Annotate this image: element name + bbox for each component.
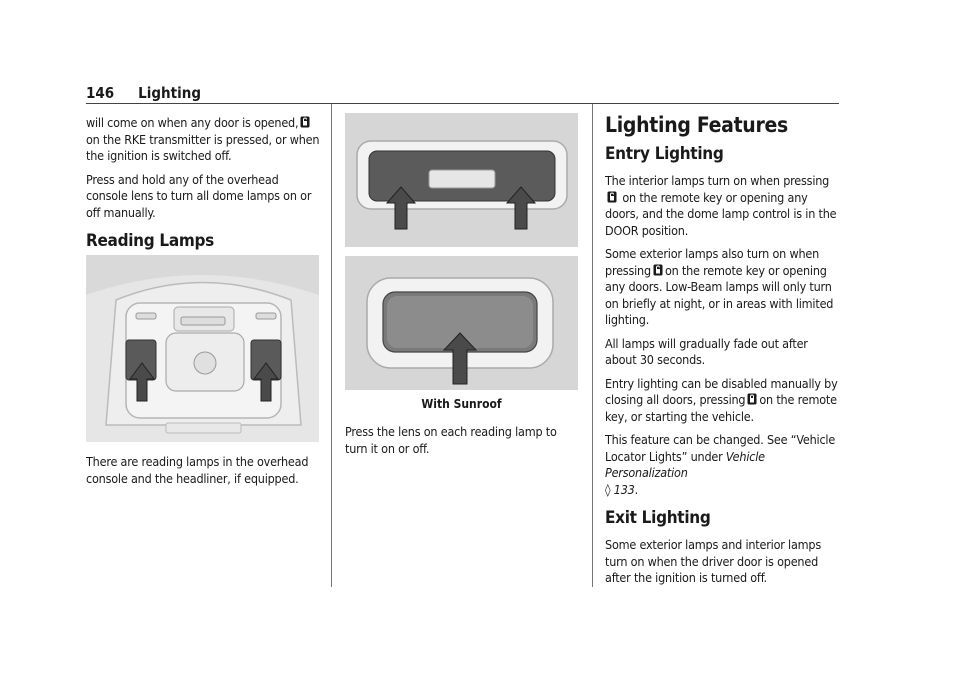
figure-caption: With Sunroof [421, 397, 502, 411]
section-title: Lighting [138, 84, 202, 102]
paragraph: Some exterior lamps and interior lamps t… [605, 537, 822, 585]
arrow-icon [129, 362, 155, 402]
arrow-icon [253, 362, 279, 402]
arrow-icon [442, 332, 478, 385]
column-divider [592, 104, 593, 587]
unlock-icon [607, 191, 617, 202]
cross-reference[interactable]: Vehicle Personalization [605, 448, 765, 481]
sunroof-lamp-figure [345, 256, 578, 390]
paragraph: will come on when any door is opened, on… [86, 115, 320, 163]
page-header: 146 Lighting [86, 84, 225, 102]
paragraph: This feature can be changed. See “Vehicl… [605, 432, 836, 497]
paragraph: There are reading lamps in the overhead … [86, 454, 309, 486]
reading-lamp-figure [345, 113, 578, 247]
column-1: will come on when any door is opened, on… [86, 115, 322, 260]
page-ref-icon: ◊ [605, 481, 614, 497]
header-rule [86, 103, 839, 104]
column-3: Lighting Features Entry Lighting The int… [605, 112, 841, 594]
column-divider [331, 104, 332, 587]
section-heading: Exit Lighting [605, 508, 711, 528]
page-number: 146 [86, 84, 115, 102]
section-heading: Reading Lamps [86, 231, 214, 251]
arrow-icon [505, 186, 537, 230]
paragraph: Press and hold any of the overhead conso… [86, 171, 312, 220]
unlock-icon [653, 264, 663, 275]
column-1-lower: There are reading lamps in the overhead … [86, 454, 322, 494]
unlock-icon [300, 116, 310, 128]
paragraph: The interior lamps turn on when pressing… [605, 173, 837, 238]
page-heading: Lighting Features [605, 113, 788, 137]
paragraph: Some exterior lamps also turn on when pr… [605, 246, 834, 327]
column-2: Press the lens on each reading lamp to t… [345, 424, 581, 464]
paragraph: All lamps will gradually fade out after … [605, 335, 808, 368]
overhead-console-figure [86, 255, 319, 442]
paragraph: Entry lighting can be disabled manually … [605, 375, 838, 424]
lock-icon [747, 393, 757, 405]
arrow-icon [385, 186, 417, 230]
section-heading: Entry Lighting [605, 144, 724, 164]
paragraph: Press the lens on each reading lamp to t… [345, 424, 557, 456]
page-reference[interactable]: 133 [613, 481, 635, 497]
